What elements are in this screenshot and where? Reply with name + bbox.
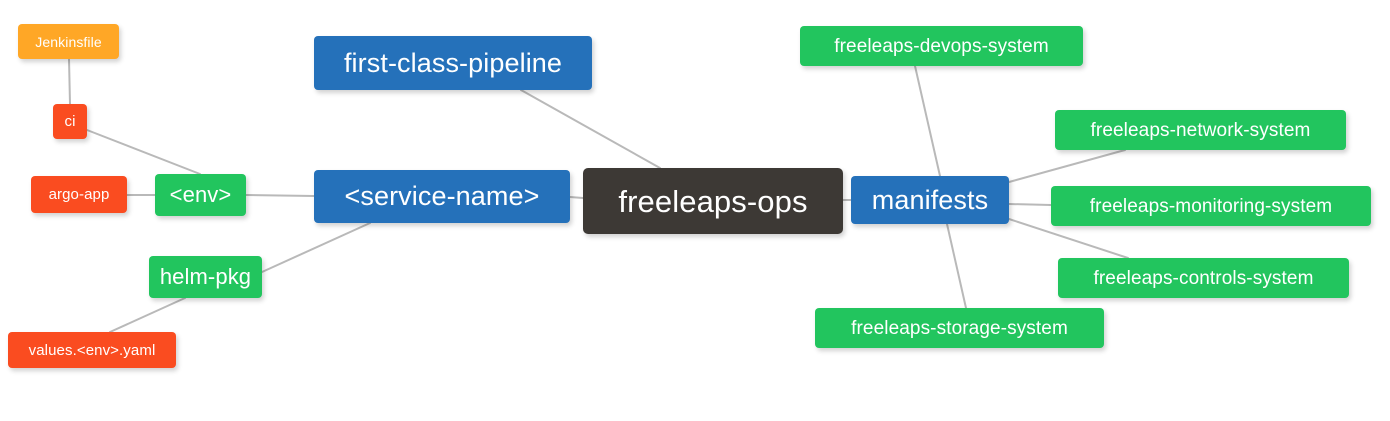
mindmap-node-freeleaps-controls-system[interactable]: freeleaps-controls-system [1058,258,1349,298]
mindmap-node-freeleaps-ops[interactable]: freeleaps-ops [583,168,843,234]
mindmap-node-freeleaps-monitoring-system[interactable]: freeleaps-monitoring-system [1051,186,1371,226]
mindmap-node-freeleaps-storage-system[interactable]: freeleaps-storage-system [815,308,1104,348]
mindmap-node-helm-pkg[interactable]: helm-pkg [149,256,262,298]
mindmap-node-first-class-pipeline[interactable]: first-class-pipeline [314,36,592,90]
mindmap-node-jenkinsfile[interactable]: Jenkinsfile [18,24,119,59]
mindmap-node-manifests[interactable]: manifests [851,176,1009,224]
mindmap-node-argo-app[interactable]: argo-app [31,176,127,213]
mindmap-node-service-name[interactable]: <service-name> [314,170,570,223]
mindmap-node-freeleaps-devops-system[interactable]: freeleaps-devops-system [800,26,1083,66]
mindmap-node-freeleaps-network-system[interactable]: freeleaps-network-system [1055,110,1346,150]
mindmap-node-values-yaml[interactable]: values.<env>.yaml [8,332,176,368]
mindmap-node-env[interactable]: <env> [155,174,246,216]
mindmap-node-ci[interactable]: ci [53,104,87,139]
